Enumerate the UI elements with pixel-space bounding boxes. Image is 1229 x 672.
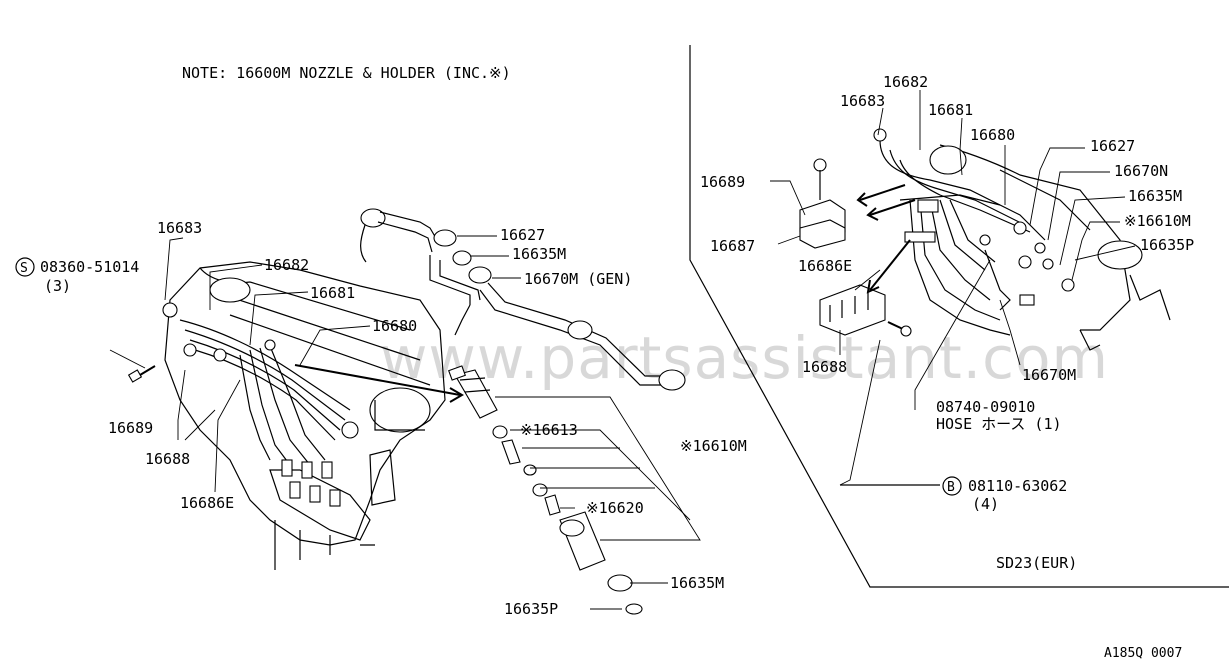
left-leaders [109,237,464,493]
label-16635m-right: 16635M [1128,187,1182,205]
label-16610m-right: ※16610M [1124,212,1191,230]
right-panel-caption: SD23(EUR) [996,554,1077,572]
left-engine-illustration [127,261,446,570]
right-panel-frame [689,45,1229,588]
nozzle-holder-exploded [448,365,701,615]
label-16683-left: 16683 [157,219,202,237]
left-callouts: 16683 16682 16681 16680 16689 16688 1668… [15,219,747,618]
label-16681-left: 16681 [310,284,355,302]
label-16682-left: 16682 [264,256,309,274]
hose-description: HOSE ホース (1) [936,415,1062,433]
right-engine-illustration [799,128,1171,351]
label-16680-left: 16680 [372,317,417,335]
label-16688-left: 16688 [145,450,190,468]
label-16689-left: 16689 [108,419,153,437]
label-16686e-left: 16686E [180,494,234,512]
label-16620: ※16620 [586,499,644,517]
bolt-s-part-number: 08360-51014 [40,258,139,276]
label-16613: ※16613 [520,421,578,439]
label-16635p-left: 16635P [504,600,558,618]
hose-part-number: 08740-09010 [936,398,1035,416]
right-callouts: 16682 16683 16681 16680 16627 16670N 166… [700,73,1194,572]
label-16681-right: 16681 [928,101,973,119]
bolt-s-quantity: (3) [44,277,71,295]
label-16670m-right: 16670M [1022,366,1076,384]
bolt-b-part-number: 08110-63062 [968,477,1067,495]
label-16682-right: 16682 [883,73,928,91]
label-16687: 16687 [710,237,755,255]
label-16680-right: 16680 [970,126,1015,144]
label-16610m-left: ※16610M [680,437,747,455]
label-16670m-gen: 16670M (GEN) [524,270,632,288]
label-16627-right: 16627 [1090,137,1135,155]
label-16686e-right: 16686E [798,257,852,275]
label-16627-left: 16627 [500,226,545,244]
bolt-s-callout: S 08360-51014 (3) [15,257,139,295]
bolt-s-marker: S [20,261,28,276]
label-16670n: 16670N [1114,162,1168,180]
label-16689-right: 16689 [700,173,745,191]
figure-code: A185Q 0007 [1104,646,1182,661]
label-16683-right: 16683 [840,92,885,110]
label-16688-right: 16688 [802,358,847,376]
bolt-b-marker: B [947,480,955,495]
bolt-b-callout: B 08110-63062 (4) [942,476,1067,513]
label-16635m-bottom: 16635M [670,574,724,592]
nozzle-holder-note: NOTE: 16600M NOZZLE & HOLDER (INC.※) [182,64,511,82]
bolt-b-quantity: (4) [972,495,999,513]
gen-return-pipe [360,208,686,391]
right-leaders [770,90,1136,486]
label-16635p-right: 16635P [1140,236,1194,254]
label-16635m-top: 16635M [512,245,566,263]
